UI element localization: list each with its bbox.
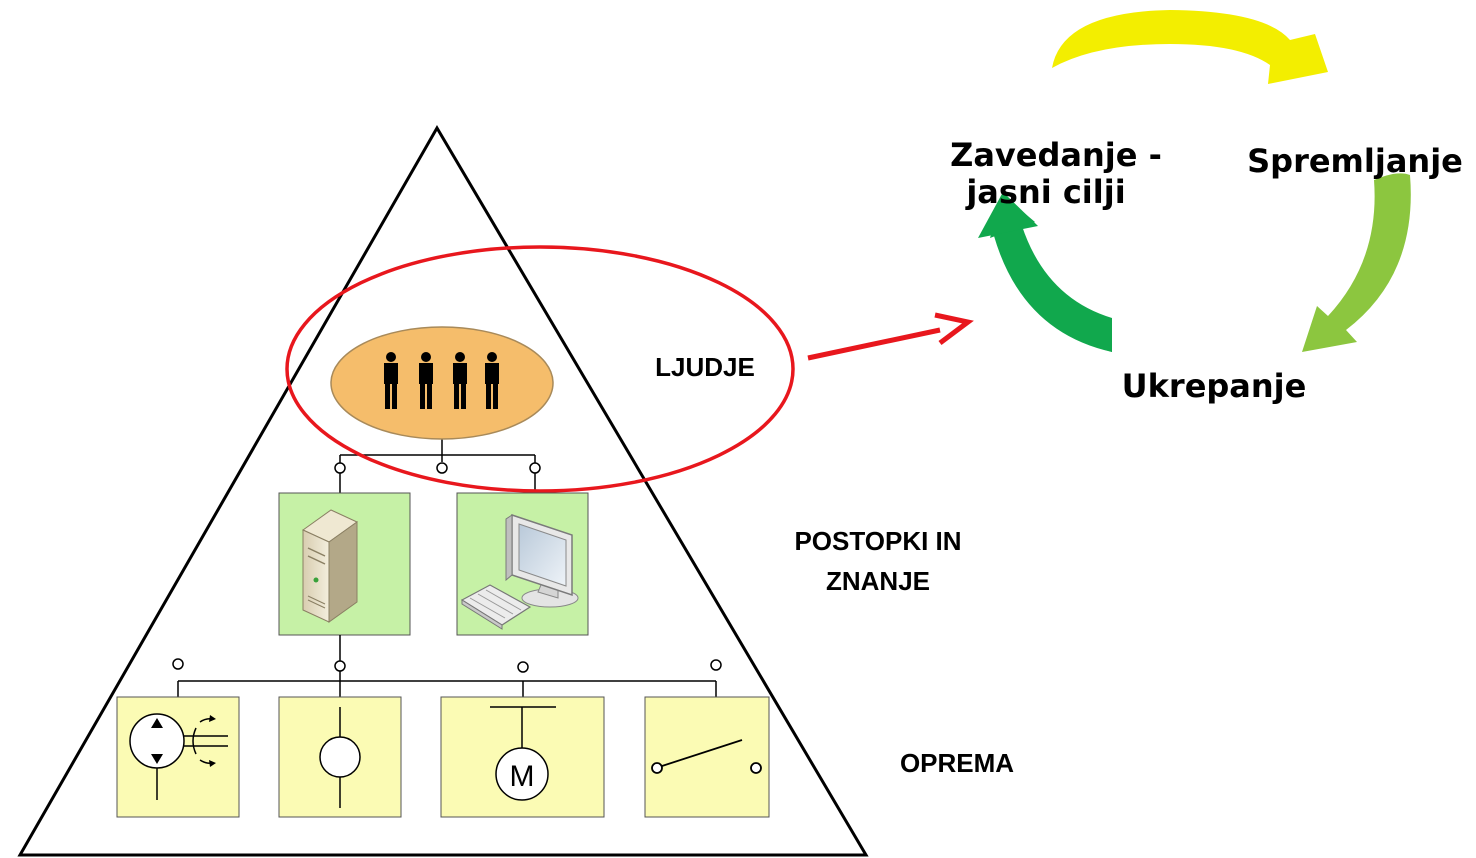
people-group-icon [384,352,499,409]
switch-icon [651,739,762,774]
level-label-processes-line1: POSTOPKI IN [794,526,961,556]
people-connector [334,438,541,493]
cycle-arrow-top [1052,10,1328,84]
pyramid-outline [17,125,869,857]
cycle-label-action: Ukrepanje [1122,367,1307,405]
level-label-processes-line2: ZNANJE [826,566,930,596]
switch-box [644,696,770,818]
cycle-label-awareness-line2: jasni cilji [964,173,1125,211]
level-label-people: LJUDJE [655,352,755,382]
server-box [278,492,411,636]
motor-icon: M [490,706,556,801]
cycle-arrow-right [1302,173,1411,352]
motor-box: M [440,696,605,818]
valve-box [278,696,402,818]
motor-symbol-label: M [510,760,535,793]
valve-circle-icon [319,707,361,808]
server-tower-icon [302,509,358,623]
pump-box [116,696,240,818]
computer-monitor-keyboard-icon [460,513,579,630]
cycle-arrow-left [978,192,1112,352]
equipment-connector [172,635,722,697]
people-highlight-ellipse [285,245,795,493]
pointer-arrow [807,312,974,361]
hydraulic-pump-icon [129,713,228,800]
people-node [330,326,554,440]
cycle-label-awareness-line1: Zavedanje - [950,136,1162,174]
cycle-label-monitoring: Spremljanje [1247,142,1463,180]
level-label-equipment: OPREMA [900,748,1014,778]
workstation-box [456,492,589,636]
